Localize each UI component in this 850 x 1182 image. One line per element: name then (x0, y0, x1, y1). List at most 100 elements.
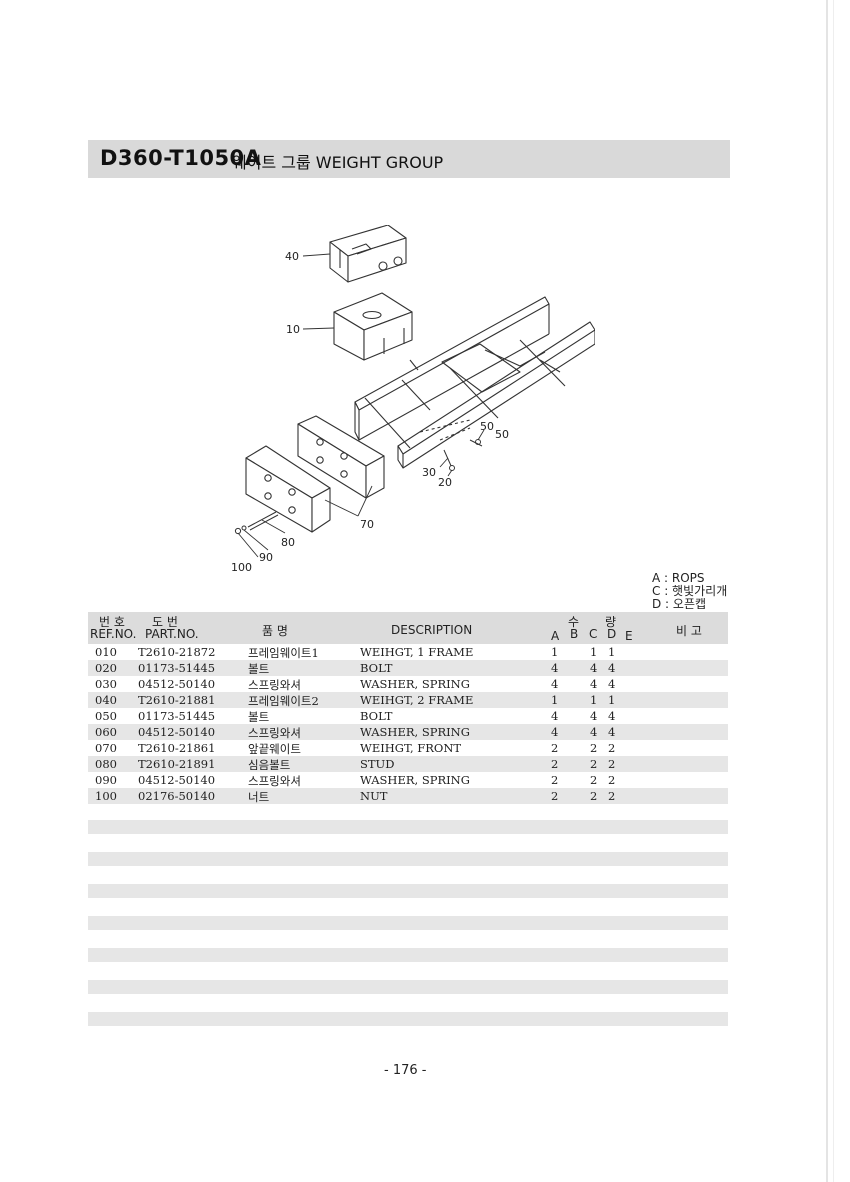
cell-desc: NUT (360, 789, 388, 803)
cell-name-ko: 볼트 (248, 662, 270, 676)
stud-nut-washer (234, 439, 483, 535)
empty-stripe (88, 820, 728, 834)
row-stripe (88, 724, 728, 740)
cell-qty-d: 1 (608, 645, 616, 659)
callout-70: 70 (360, 518, 374, 531)
cell-qty-a: 2 (551, 773, 559, 787)
weight-plate-70-rear (297, 415, 385, 499)
cell-qty-d: 2 (608, 789, 616, 803)
cell-ref: 070 (95, 741, 117, 755)
cell-desc: WEIHGT, FRONT (360, 741, 462, 755)
weight-block-10 (333, 292, 413, 361)
cell-desc: WASHER, SPRING (360, 725, 470, 739)
cell-qty-c: 2 (590, 741, 598, 755)
cell-part: 04512-50140 (138, 773, 216, 787)
callout-50b: 50 (495, 428, 509, 441)
cell-desc: STUD (360, 757, 395, 771)
header-ref-ko: 번 호 (99, 615, 125, 629)
cell-qty-c: 4 (590, 677, 598, 691)
cell-qty-c: 4 (590, 661, 598, 675)
table-row: 010 T2610-21872 프레임웨이트1 WEIHGT, 1 FRAME … (88, 644, 728, 660)
cell-part: 04512-50140 (138, 725, 216, 739)
cell-desc: WEIHGT, 2 FRAME (360, 693, 474, 707)
table-header-band (88, 612, 728, 644)
callout-50a: 50 (480, 420, 494, 433)
cell-qty-c: 2 (590, 757, 598, 771)
cell-name-ko: 스프링와셔 (248, 774, 301, 788)
cell-desc: WASHER, SPRING (360, 773, 470, 787)
cell-ref: 010 (95, 645, 117, 659)
cell-desc: WASHER, SPRING (360, 677, 470, 691)
cell-qty-d: 4 (608, 677, 616, 691)
cell-part: T2610-21861 (138, 741, 216, 755)
table-row: 030 04512-50140 스프링와셔 WASHER, SPRING 4 4… (88, 676, 728, 692)
cell-name-ko: 프레임웨이트1 (248, 646, 319, 660)
callout-100: 100 (231, 561, 252, 574)
table-row: 080 T2610-21891 심음볼트 STUD 2 2 2 (88, 756, 728, 772)
header-description: DESCRIPTION (391, 623, 473, 637)
cell-ref: 030 (95, 677, 117, 691)
cell-name-ko: 볼트 (248, 710, 270, 724)
cell-desc: BOLT (360, 709, 393, 723)
empty-stripe (88, 852, 728, 866)
header-name-ko: 품 명 (262, 624, 288, 638)
cell-ref: 080 (95, 757, 117, 771)
cell-name-ko: 프레임웨이트2 (248, 694, 319, 708)
cell-qty-d: 2 (608, 741, 616, 755)
cell-part: 01173-51445 (138, 661, 216, 675)
header-qty-c: C (589, 627, 598, 641)
cell-qty-c: 2 (590, 789, 598, 803)
page-edge-shadow (833, 0, 834, 1182)
cell-name-ko: 스프링와셔 (248, 678, 301, 692)
empty-stripe (88, 980, 728, 994)
table-row: 020 01173-51445 볼트 BOLT 4 4 4 (88, 660, 728, 676)
cell-qty-d: 2 (608, 773, 616, 787)
header-qty-a: A (551, 629, 560, 643)
weight-plate-70-front (245, 445, 331, 533)
cell-qty-a: 4 (551, 677, 559, 691)
cell-ref: 060 (95, 725, 117, 739)
row-stripe (88, 692, 728, 708)
cell-qty-d: 4 (608, 725, 616, 739)
row-stripe (88, 660, 728, 676)
cell-qty-d: 1 (608, 693, 616, 707)
empty-stripe (88, 1012, 728, 1026)
cell-qty-c: 4 (590, 709, 598, 723)
empty-stripe (88, 884, 728, 898)
page-edge (826, 0, 828, 1182)
header-qty-b: B (570, 627, 579, 641)
cell-part: T2610-21891 (138, 757, 216, 771)
cell-qty-a: 1 (551, 645, 559, 659)
section-code: D360-T1050A (100, 146, 262, 170)
row-stripe (88, 756, 728, 772)
callout-20: 20 (438, 476, 452, 489)
callout-90: 90 (259, 551, 273, 564)
cell-name-ko: 너트 (248, 790, 270, 804)
empty-stripe (88, 916, 728, 930)
header-ref-en: REF.NO. (90, 627, 137, 641)
section-title: 웨이트 그룹 WEIGHT GROUP (232, 153, 444, 172)
cell-qty-a: 2 (551, 741, 559, 755)
exploded-parts-diagram: 40 10 50 50 30 20 70 80 90 100 (231, 225, 595, 574)
cell-ref: 040 (95, 693, 117, 707)
weight-block-40 (329, 225, 407, 283)
cell-part: T2610-21872 (138, 645, 216, 659)
cell-ref: 090 (95, 773, 117, 787)
cell-qty-a: 2 (551, 757, 559, 771)
cell-desc: BOLT (360, 661, 393, 675)
cell-qty-c: 1 (590, 645, 598, 659)
callout-40: 40 (285, 250, 299, 263)
cell-name-ko: 앞끝웨이트 (248, 742, 301, 756)
cell-name-ko: 심음볼트 (248, 758, 291, 772)
legend-item-c: C : 햇빛가리개 (652, 584, 728, 598)
cell-part: T2610-21881 (138, 693, 216, 707)
header-qty-ko-1: 수 (568, 615, 580, 629)
cell-part: 04512-50140 (138, 677, 216, 691)
header-part-en: PART.NO. (145, 627, 199, 641)
cell-ref: 020 (95, 661, 117, 675)
cell-desc: WEIHGT, 1 FRAME (360, 645, 474, 659)
cell-name-ko: 스프링와셔 (248, 726, 301, 740)
cell-qty-c: 2 (590, 773, 598, 787)
table-row: 070 T2610-21861 앞끝웨이트 WEIHGT, FRONT 2 2 … (88, 740, 728, 756)
cell-qty-a: 4 (551, 709, 559, 723)
